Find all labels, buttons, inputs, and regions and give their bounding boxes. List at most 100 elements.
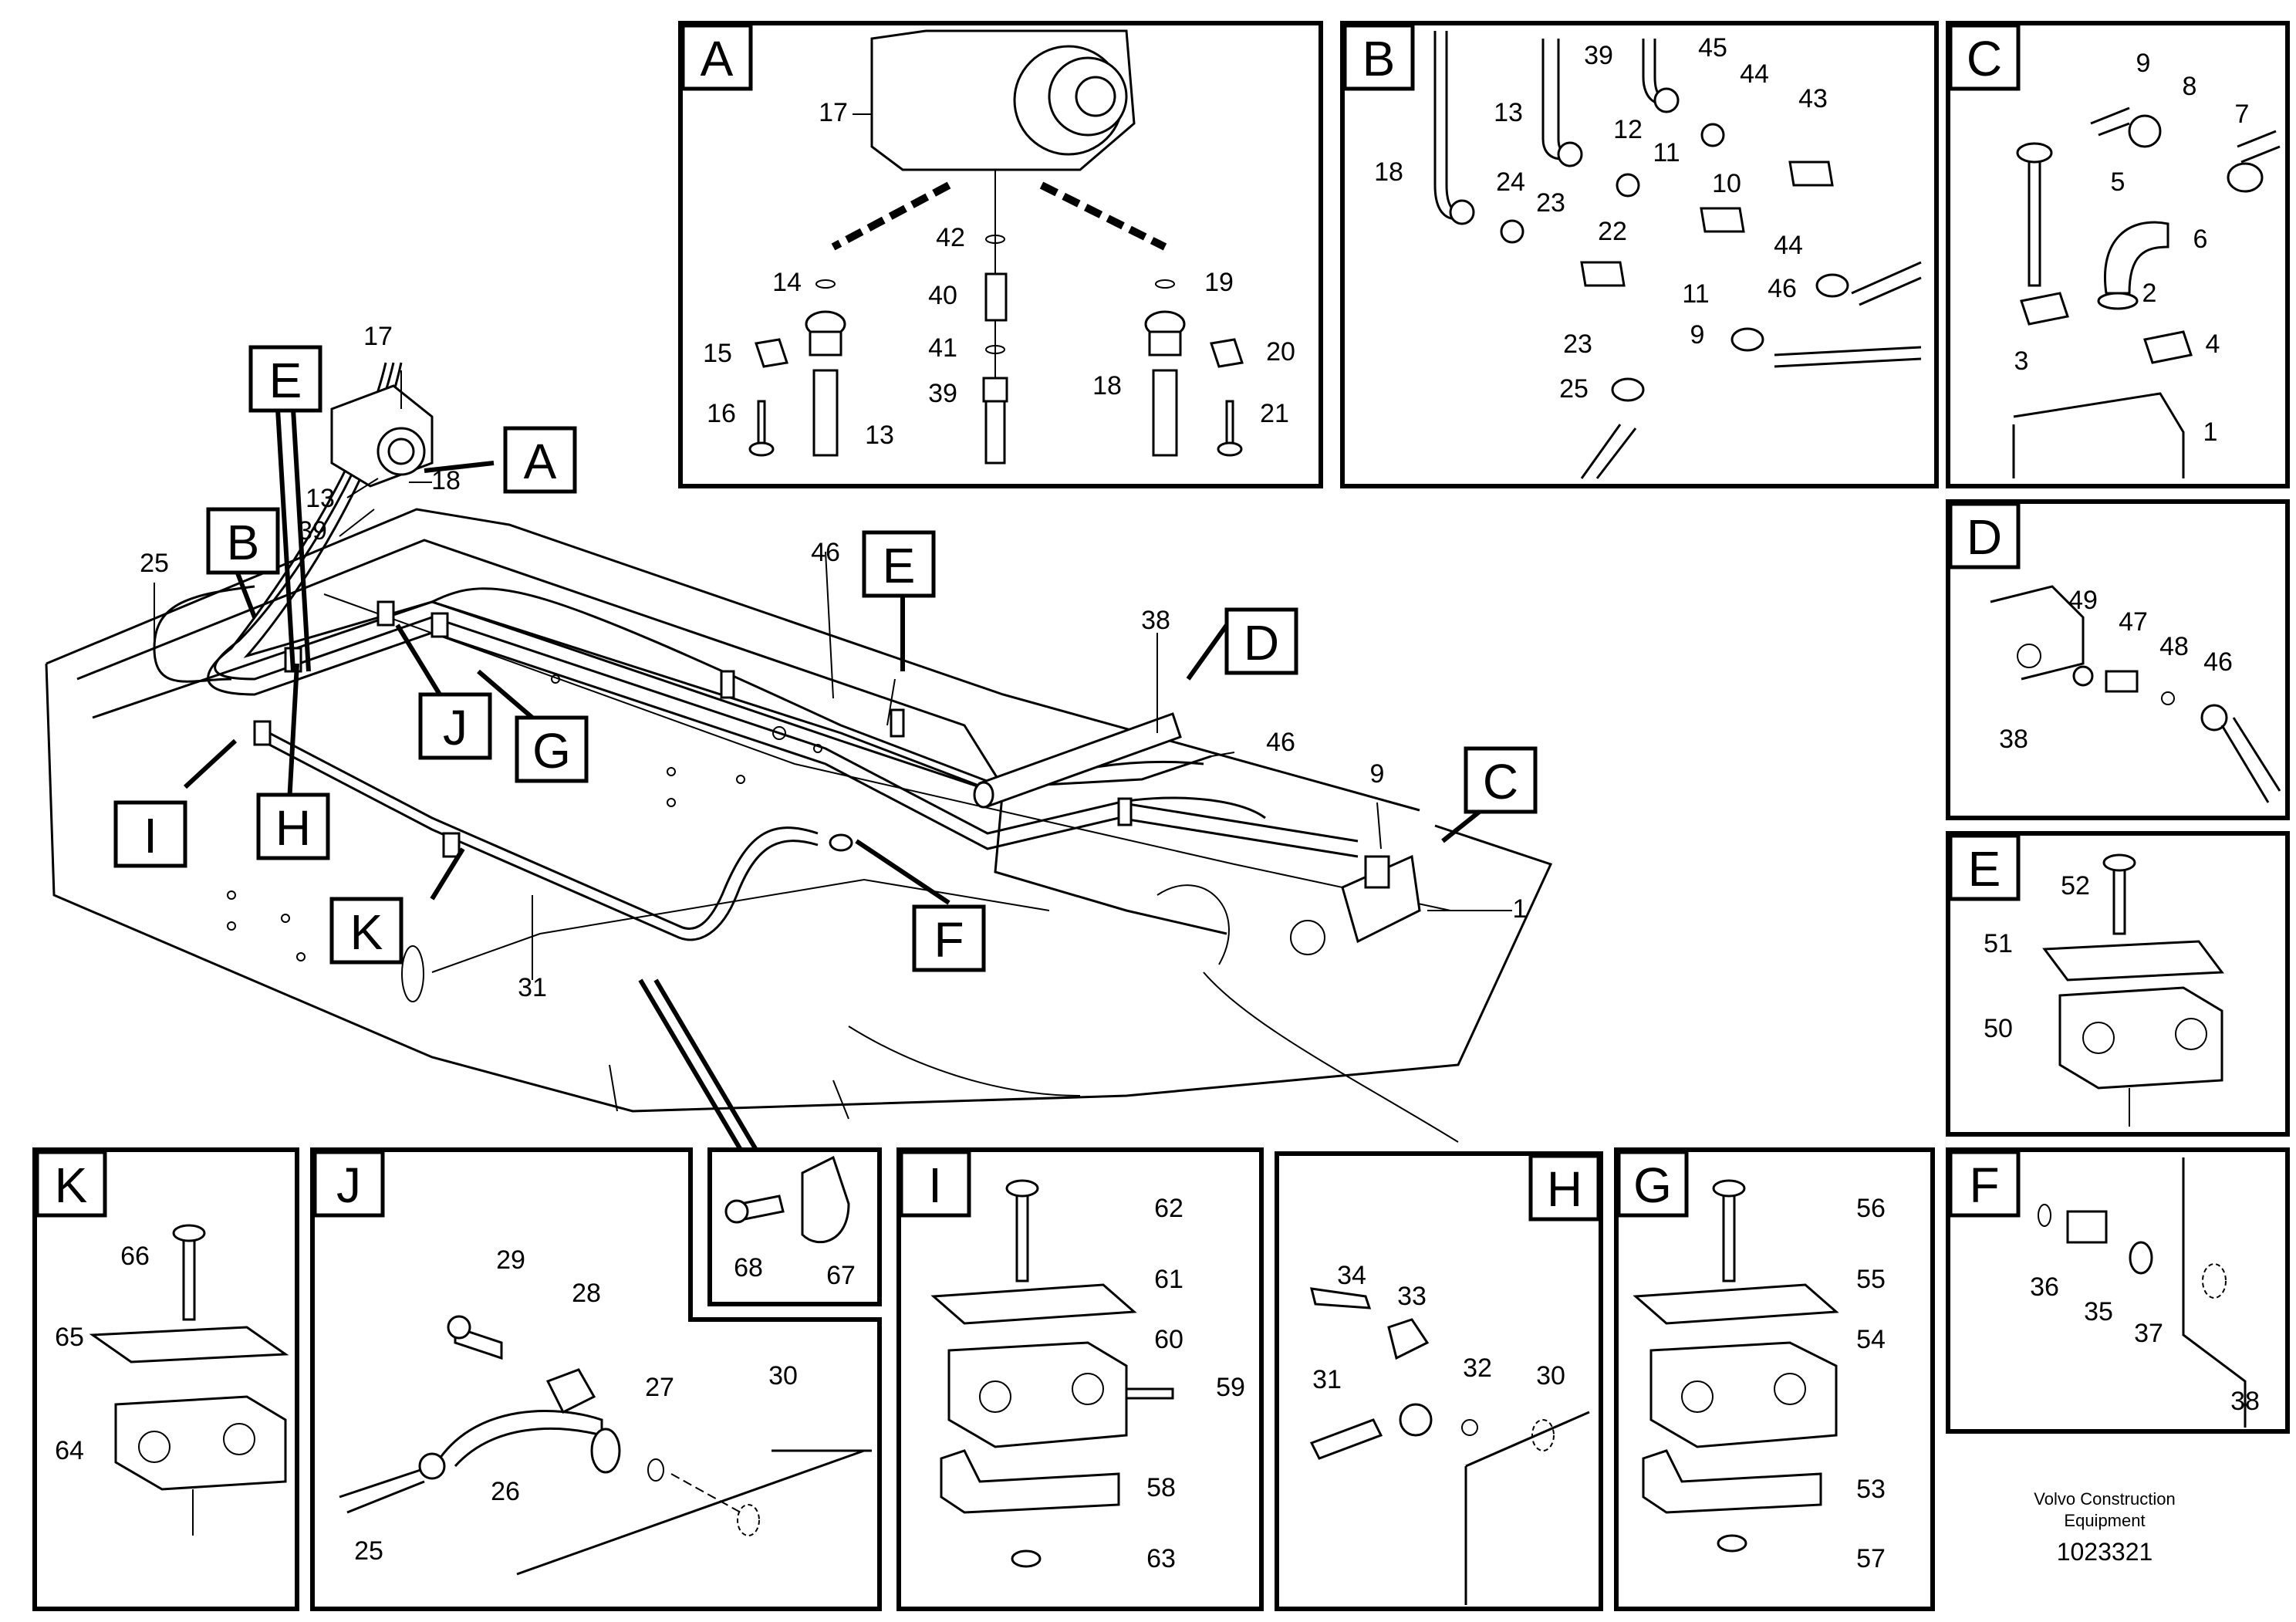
callout-main-38: 38 [1141,606,1170,635]
callout-I-59: 59 [1216,1373,1245,1402]
callout-B-25: 25 [1559,374,1589,404]
callout-F-36: 36 [2030,1272,2059,1302]
callout-C-6: 6 [2193,225,2208,254]
callout-main-39: 39 [298,516,327,546]
callout-B-24: 24 [1496,167,1525,197]
detail-G: G 56 55 54 53 57 [1614,1147,1935,1611]
tag-main-J[interactable]: J [418,692,492,760]
detail-E-letter: E [1968,841,2001,897]
callout-C-9: 9 [2136,49,2151,78]
callout-H-32: 32 [1463,1353,1492,1383]
detail-I-letter: I [928,1157,942,1213]
footer-drawing-number: 1023321 [2057,1538,2153,1566]
callout-J-25: 25 [354,1536,383,1566]
callout-E-51: 51 [1984,929,2013,958]
callout-A-16: 16 [707,399,736,428]
callout-G-55: 55 [1856,1265,1886,1294]
tag-main-C[interactable]: C [1464,746,1538,814]
callout-B-22: 22 [1598,217,1627,246]
callout-C-3: 3 [2014,346,2029,376]
callout-B-23a: 23 [1536,188,1565,218]
detail-C-letter: C [1967,31,2002,86]
tag-letter-F: F [934,912,964,968]
tag-letter-E-top: E [269,353,302,408]
callout-A-40: 40 [928,281,957,310]
callout-B-45: 45 [1698,33,1727,63]
callout-G-53: 53 [1856,1475,1886,1504]
callout-main-46a: 46 [811,538,840,567]
callout-I-58: 58 [1146,1473,1176,1502]
main-leaders [154,370,1512,1151]
tag-main-E-top[interactable]: E [248,345,322,413]
callout-D-46: 46 [2203,647,2233,677]
callout-H-30: 30 [1536,1361,1565,1391]
tag-letter-G: G [532,723,571,779]
callout-I-60: 60 [1154,1325,1183,1354]
detail-I: I 62 61 60 59 58 63 [896,1147,1264,1611]
tag-letter-I: I [144,808,157,863]
tag-main-B[interactable]: B [206,507,280,575]
callout-B-9: 9 [1690,320,1705,350]
callout-A-39: 39 [928,379,957,408]
tag-letter-K: K [350,904,383,960]
callout-A-21: 21 [1260,399,1289,428]
callout-B-43: 43 [1798,84,1828,113]
callout-main-17: 17 [363,322,393,351]
callout-H-33: 33 [1397,1282,1427,1311]
callout-B-46: 46 [1768,274,1797,303]
callout-E-50: 50 [1984,1014,2013,1043]
callout-I-61: 61 [1154,1265,1183,1294]
callout-G-57: 57 [1856,1544,1886,1573]
callout-A-41: 41 [928,333,957,363]
detail-K: K 66 65 64 [32,1147,299,1611]
callout-K-64: 64 [55,1436,84,1465]
tag-main-F[interactable]: F [912,904,986,972]
footer-company-line1: Volvo Construction [2034,1489,2175,1509]
callout-B-10: 10 [1712,169,1741,198]
callout-A-42: 42 [936,223,965,252]
callout-H-34: 34 [1337,1261,1366,1290]
tag-letter-D: D [1244,615,1279,671]
callout-main-1: 1 [1513,894,1528,924]
callout-A-18: 18 [1092,371,1122,400]
tag-main-I[interactable]: I [113,800,187,868]
tag-letter-E-main: E [883,538,916,593]
detail-K-letter: K [55,1157,88,1213]
callout-I-63: 63 [1146,1544,1176,1573]
callout-B-18: 18 [1374,157,1403,187]
callout-F-35: 35 [2084,1297,2113,1326]
callout-B-13: 13 [1494,98,1523,127]
tag-letter-H: H [275,800,311,856]
pump-17 [330,384,434,488]
tag-main-G[interactable]: G [515,715,589,783]
detail-A-letter: A [701,31,734,86]
callout-I-62: 62 [1154,1194,1183,1223]
detail-D: D 49 47 48 46 38 [1946,499,2290,820]
callout-clip-68: 68 [734,1253,763,1282]
callout-C-2: 2 [2142,279,2157,308]
callout-G-56: 56 [1856,1194,1886,1223]
callout-D-47: 47 [2119,607,2148,637]
callout-J-26: 26 [491,1477,520,1506]
tag-main-H[interactable]: H [256,792,330,860]
tag-main-D[interactable]: D [1224,607,1298,675]
callout-A-15: 15 [703,339,732,368]
footer-company-line2: Equipment [2064,1511,2145,1530]
detail-B: B 39 45 44 43 13 12 11 18 24 23 10 22 44 [1340,21,1939,488]
tag-main-K[interactable]: K [329,897,403,965]
tube-38 [973,712,1182,809]
detail-C: C 9 8 7 5 6 2 3 4 1 [1946,21,2290,488]
tag-main-E[interactable]: E [862,530,936,598]
detail-F-letter: F [1969,1157,1999,1213]
callout-A-14: 14 [772,268,802,297]
detail-F: F 36 35 37 38 [1946,1147,2290,1434]
main-assembly-drawing: 17 13 18 39 25 46 38 46 9 1 31 A E B E D [45,322,1553,1151]
detail-J: J 29 28 27 30 26 25 [310,1147,882,1611]
callout-main-9: 9 [1370,759,1385,789]
tag-main-A[interactable]: A [503,426,577,494]
tag-letter-B: B [227,515,260,570]
callout-K-66: 66 [120,1242,150,1271]
detail-H: H 34 33 32 30 31 [1275,1151,1603,1611]
callout-K-65: 65 [55,1323,84,1352]
